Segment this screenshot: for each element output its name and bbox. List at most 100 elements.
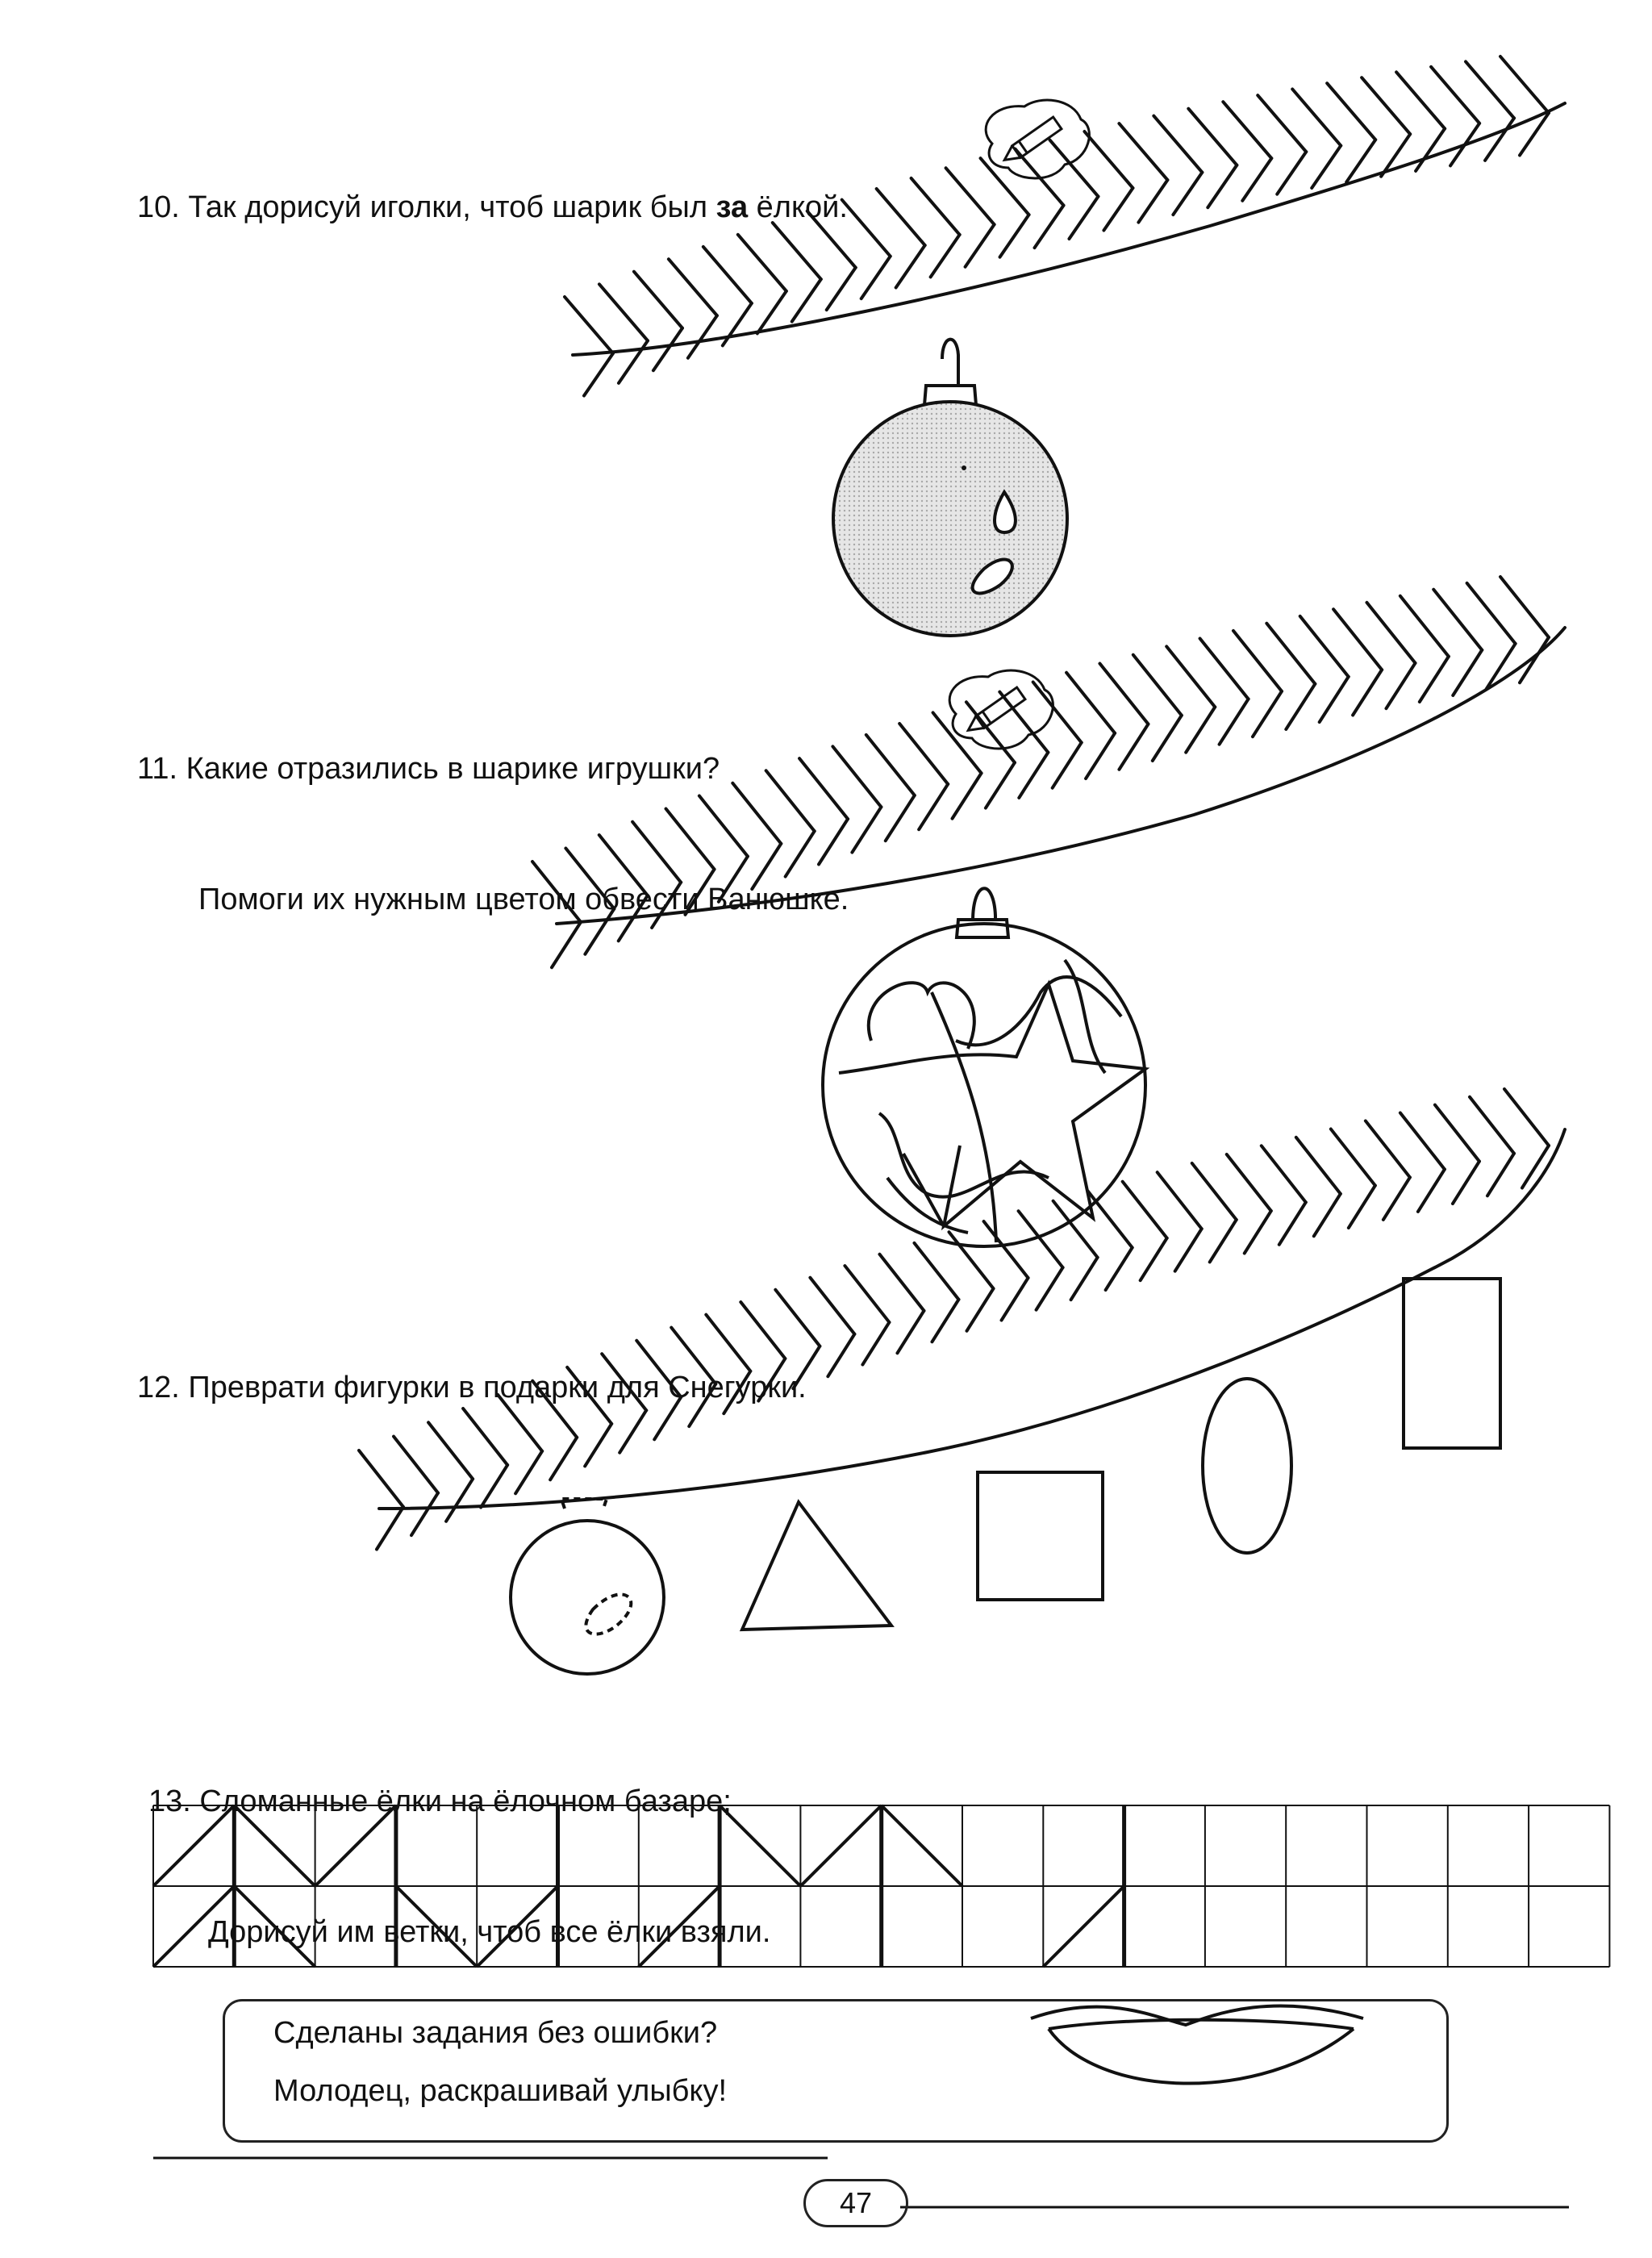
- needle: [950, 771, 983, 820]
- tree-branch: [232, 1804, 317, 1888]
- tree-branch: [718, 1804, 802, 1888]
- needle: [618, 1409, 649, 1455]
- shape-triangle: [739, 1499, 895, 1632]
- needle: [549, 1435, 579, 1482]
- needle: [1231, 628, 1283, 693]
- needle: [739, 1300, 787, 1361]
- needle: [999, 1276, 1030, 1322]
- needle: [783, 829, 816, 879]
- needle: [1467, 1095, 1516, 1155]
- needle: [1414, 127, 1447, 173]
- needle: [616, 339, 649, 385]
- needle: [697, 794, 749, 858]
- needle: [479, 1463, 510, 1509]
- needle: [1450, 1159, 1481, 1206]
- tree-branch: [1041, 1884, 1126, 1968]
- needle: [716, 854, 749, 904]
- needle: [531, 1379, 579, 1439]
- needle: [1465, 581, 1517, 645]
- needle: [1067, 194, 1100, 241]
- needle: [1379, 132, 1412, 178]
- needle: [1048, 138, 1100, 198]
- needle: [817, 817, 850, 866]
- needle: [1294, 1135, 1342, 1196]
- result-box: Сделаны задания без ошибки? Молодец, рас…: [223, 1999, 1449, 2143]
- needle: [1499, 575, 1550, 639]
- needle: [1518, 111, 1550, 157]
- needle: [731, 781, 783, 845]
- needle: [1351, 668, 1384, 717]
- needle: [850, 805, 883, 854]
- needle: [1117, 722, 1150, 771]
- needle: [1484, 641, 1517, 691]
- smile-lips-icon: [1030, 2004, 1364, 2085]
- needle: [1242, 1209, 1273, 1255]
- needle: [978, 157, 1031, 217]
- needle: [1429, 65, 1482, 125]
- needle: [1518, 636, 1550, 685]
- needle: [564, 846, 616, 911]
- needle: [600, 1352, 649, 1413]
- needle: [928, 232, 962, 279]
- needle: [909, 176, 962, 236]
- needle: [1310, 144, 1343, 190]
- shape-rectangle: [1402, 1277, 1502, 1450]
- needle: [963, 223, 996, 269]
- needle: [1184, 705, 1217, 754]
- shape-oval: [1201, 1377, 1293, 1555]
- needle: [764, 769, 816, 833]
- needle: [930, 1297, 961, 1344]
- needle: [1017, 750, 1050, 799]
- needle: [998, 690, 1050, 754]
- needle: [1346, 1183, 1377, 1230]
- needle: [1120, 1179, 1169, 1240]
- needle: [1433, 1103, 1481, 1163]
- needle: [1503, 1087, 1550, 1147]
- needle: [750, 841, 783, 891]
- needle: [1032, 203, 1066, 250]
- needle: [597, 282, 649, 343]
- needle: [840, 198, 892, 258]
- needle: [1416, 1167, 1446, 1213]
- needle: [831, 745, 883, 809]
- tree-branch: [152, 1884, 236, 1968]
- needle: [531, 860, 582, 924]
- needle: [357, 1449, 405, 1509]
- needle: [1451, 648, 1484, 697]
- result-line-1: Сделаны задания без ошибки?: [273, 2016, 718, 2050]
- task-12-text: 12. Преврати фигурки в подарки для Снегу…: [137, 1279, 807, 1453]
- needle: [1284, 682, 1317, 731]
- needle: [1217, 697, 1250, 746]
- needle: [1031, 680, 1083, 745]
- needle: [1098, 662, 1150, 726]
- needle: [1152, 114, 1204, 174]
- task-13-line-1: 13. Сломанные ёлки на ёлочном базаре;: [148, 1784, 732, 1818]
- needle: [1381, 1175, 1412, 1221]
- needle: [1050, 741, 1083, 790]
- needle: [1464, 60, 1516, 120]
- needle: [550, 920, 582, 970]
- needle: [1325, 81, 1378, 142]
- needle: [824, 265, 857, 312]
- needle: [701, 244, 753, 305]
- needle: [720, 301, 753, 348]
- needle: [375, 1505, 405, 1551]
- needle: [1250, 689, 1283, 739]
- needle: [666, 257, 719, 318]
- needle: [1171, 170, 1204, 217]
- needle: [1398, 594, 1450, 658]
- needle: [410, 1491, 440, 1538]
- needle: [1206, 163, 1239, 210]
- needle: [1084, 731, 1117, 781]
- needle: [861, 1321, 891, 1367]
- needle: [1131, 653, 1183, 717]
- needle: [514, 1449, 544, 1496]
- needle: [1277, 1200, 1308, 1246]
- needle: [1190, 1161, 1238, 1221]
- ornament-ball-reflections: [821, 887, 1150, 1248]
- tree-branch: [799, 1804, 883, 1888]
- needle: [894, 244, 927, 290]
- needle: [686, 314, 719, 360]
- needle: [1365, 600, 1417, 665]
- needle: [736, 232, 788, 293]
